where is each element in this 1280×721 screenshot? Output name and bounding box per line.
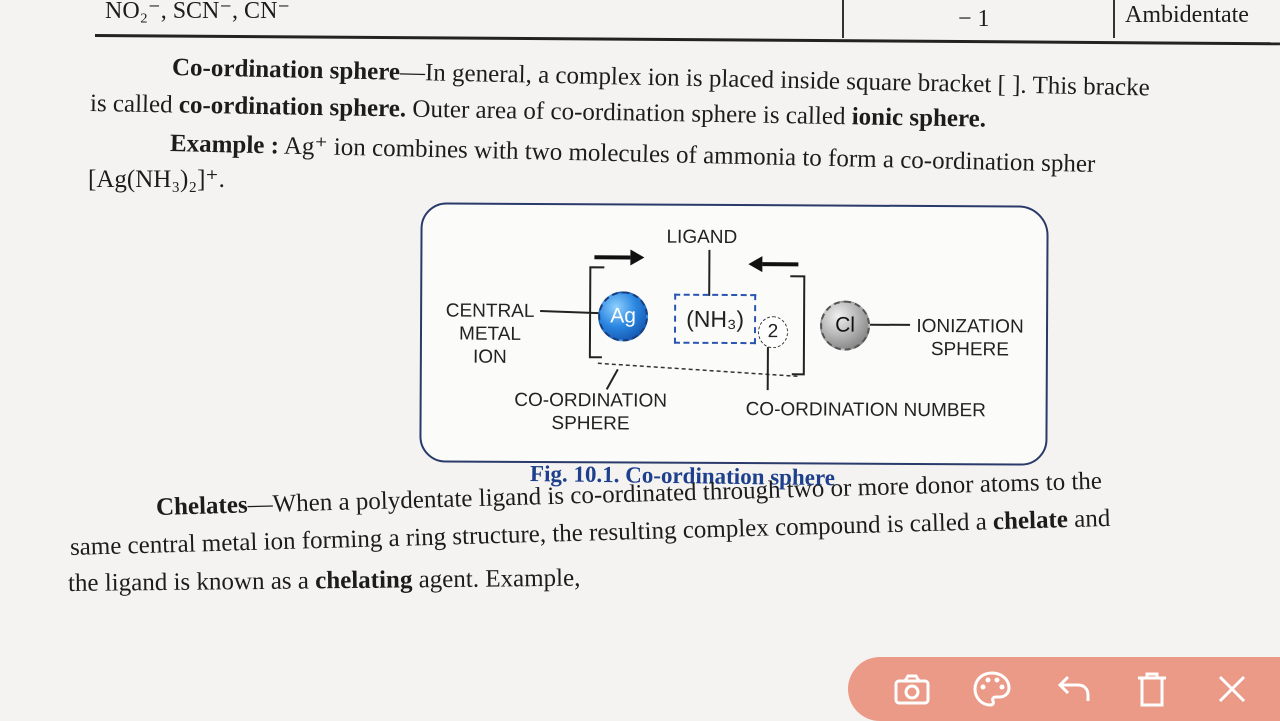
ligand-label: LIGAND (666, 226, 737, 249)
coordination-number-label: CO-ORDINATION NUMBER (746, 398, 986, 422)
chloride-ion-ball: Cl (820, 300, 870, 350)
palette-icon[interactable] (968, 665, 1016, 713)
silver-ion-ball: Ag (598, 291, 648, 341)
chelates-heading: Chelates (156, 491, 248, 521)
coordination-sphere-label: CO-ORDINATION SPHERE (505, 389, 675, 436)
table-type-cell: Ambidentate (1125, 2, 1249, 29)
close-icon[interactable] (1208, 665, 1256, 713)
example-heading: Example : (170, 130, 280, 159)
paragraph-line: is called co-ordination sphere. Outer ar… (90, 90, 986, 134)
trash-icon[interactable] (1128, 665, 1176, 713)
figure-coordination-sphere: LIGAND CENTRAL METAL ION Ag (NH₃) 2 Cl I… (419, 202, 1048, 465)
ionization-sphere-label: IONIZATION SPHERE (910, 315, 1030, 362)
paragraph-line: Example : Ag⁺ ion combines with two mole… (170, 128, 1096, 179)
ammonia-ligand-box: (NH₃) (674, 294, 756, 344)
coord-sphere-heading: Co-ordination sphere (172, 54, 401, 86)
central-metal-ion-label: CENTRAL METAL ION (440, 299, 540, 369)
table-row: NO₂⁻, SCN⁻, CN⁻ − 1 Ambidentate (95, 0, 1280, 36)
camera-icon[interactable] (888, 665, 936, 713)
table-ligands-cell: NO₂⁻, SCN⁻, CN⁻ (105, 0, 290, 25)
paragraph-line: the ligand is known as a chelating agent… (68, 565, 581, 598)
table-divider (1113, 0, 1115, 38)
example-formula: [Ag(NH₃)₂]⁺. (88, 164, 225, 194)
table-divider (842, 0, 844, 38)
coordination-number-circle: 2 (758, 316, 788, 348)
undo-icon[interactable] (1048, 665, 1096, 713)
screenshot-toolbar (848, 657, 1280, 721)
table-charge-cell: − 1 (958, 6, 990, 33)
